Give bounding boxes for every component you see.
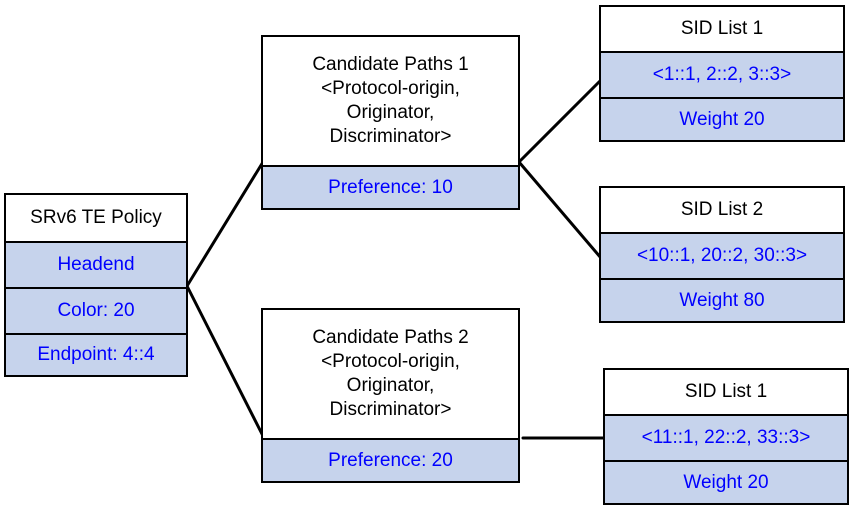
sid-list-1-box: SID List 1 <1::1, 2::2, 3::3> Weight 20 bbox=[599, 5, 845, 142]
sid-list-3-sids: <11::1, 22::2, 33::3> bbox=[605, 414, 847, 460]
candidate-path-1-attr-line2: Originator, bbox=[346, 102, 435, 123]
sid-list-2-weight: Weight 80 bbox=[601, 278, 843, 321]
candidate-path-1-attr-line3: Discriminator> bbox=[329, 126, 452, 147]
connector-policy-to-cp1 bbox=[185, 160, 265, 288]
connector-cp1-to-sid-list-2 bbox=[517, 160, 603, 260]
candidate-path-2-attr-line3: Discriminator> bbox=[329, 399, 452, 420]
candidate-path-2-attr-line2: Originator, bbox=[346, 375, 435, 396]
sid-list-3-weight: Weight 20 bbox=[605, 460, 847, 503]
candidate-path-1-preference: Preference: 10 bbox=[263, 165, 518, 208]
candidate-path-1-attr-line1: <Protocol-origin, bbox=[321, 78, 460, 99]
policy-title: SRv6 TE Policy bbox=[6, 195, 186, 241]
policy-headend: Headend bbox=[6, 241, 186, 287]
candidate-path-2-header: Candidate Paths 2 <Protocol-origin, Orig… bbox=[263, 310, 518, 438]
sid-list-2-box: SID List 2 <10::1, 20::2, 30::3> Weight … bbox=[599, 186, 845, 323]
policy-endpoint: Endpoint: 4::4 bbox=[6, 333, 186, 375]
candidate-path-1-box: Candidate Paths 1 <Protocol-origin, Orig… bbox=[261, 35, 520, 210]
candidate-path-2-box: Candidate Paths 2 <Protocol-origin, Orig… bbox=[261, 308, 520, 483]
sid-list-3-title: SID List 1 bbox=[605, 370, 847, 414]
candidate-path-2-title: Candidate Paths 2 bbox=[312, 327, 469, 348]
sid-list-2-title: SID List 2 bbox=[601, 188, 843, 232]
sid-list-2-sids: <10::1, 20::2, 30::3> bbox=[601, 232, 843, 278]
candidate-path-1-title: Candidate Paths 1 bbox=[312, 54, 469, 75]
connector-policy-to-cp2 bbox=[185, 284, 265, 438]
sid-list-1-title: SID List 1 bbox=[601, 7, 843, 51]
connector-cp1-to-sid-list-1 bbox=[517, 78, 603, 164]
candidate-path-2-preference: Preference: 20 bbox=[263, 438, 518, 481]
policy-color: Color: 20 bbox=[6, 287, 186, 333]
candidate-path-2-attr-line1: <Protocol-origin, bbox=[321, 351, 460, 372]
sid-list-1-sids: <1::1, 2::2, 3::3> bbox=[601, 51, 843, 97]
policy-box: SRv6 TE Policy Headend Color: 20 Endpoin… bbox=[4, 193, 188, 377]
sid-list-1-weight: Weight 20 bbox=[601, 97, 843, 140]
candidate-path-1-header: Candidate Paths 1 <Protocol-origin, Orig… bbox=[263, 37, 518, 165]
sid-list-3-box: SID List 1 <11::1, 22::2, 33::3> Weight … bbox=[603, 368, 849, 505]
